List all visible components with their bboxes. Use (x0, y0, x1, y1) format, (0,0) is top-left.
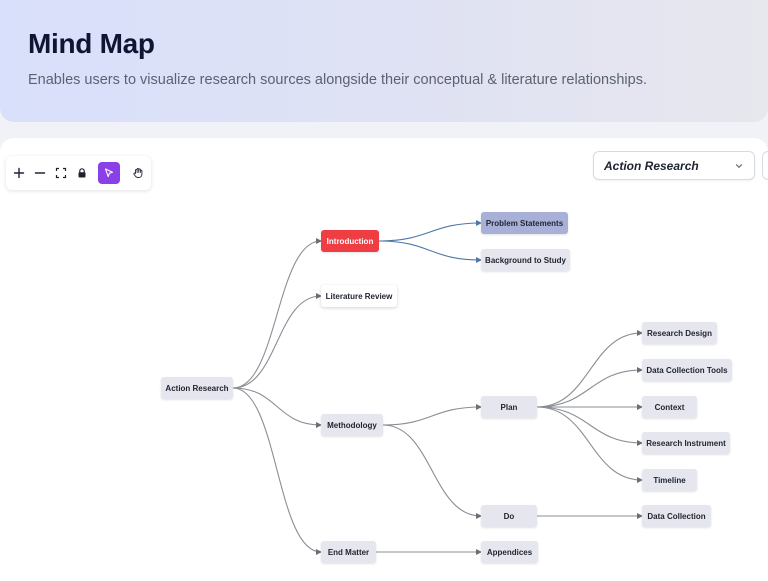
node-data-collection-tools[interactable]: Data Collection Tools (642, 359, 732, 381)
node-introduction[interactable]: Introduction (321, 230, 379, 252)
fullscreen-icon (55, 167, 67, 179)
node-action-research[interactable]: Action Research (161, 377, 233, 399)
node-timeline[interactable]: Timeline (642, 469, 697, 491)
cursor-icon (104, 168, 114, 178)
edge-introduction-background-to-study (378, 240, 482, 263)
edge-plan-timeline (536, 406, 643, 483)
node-end-matter[interactable]: End Matter (321, 541, 376, 563)
lock-icon (78, 168, 86, 178)
minus-icon (34, 172, 46, 174)
select-tool-button[interactable] (98, 162, 120, 184)
node-data-collection[interactable]: Data Collection (642, 505, 711, 527)
edge-methodology-do (382, 424, 482, 519)
node-appendices[interactable]: Appendices (481, 541, 538, 563)
hand-icon (133, 167, 143, 178)
node-literature-review[interactable]: Literature Review (321, 285, 397, 307)
edge-root-end-matter (232, 387, 322, 555)
edge-plan-research-instrument (536, 406, 643, 446)
zoom-in-button[interactable] (10, 162, 28, 184)
node-methodology[interactable]: Methodology (321, 414, 383, 436)
node-research-design[interactable]: Research Design (642, 322, 717, 344)
node-problem-statements[interactable]: Problem Statements (481, 212, 568, 234)
edge-root-literature-review (232, 293, 322, 389)
edge-layer (232, 220, 643, 555)
lock-button[interactable] (73, 162, 91, 184)
edge-introduction-problem-statements (378, 220, 482, 242)
node-research-instrument[interactable]: Research Instrument (642, 432, 730, 454)
canvas-toolbar (6, 156, 151, 190)
page-subtitle: Enables users to visualize research sour… (28, 72, 647, 88)
zoom-out-button[interactable] (31, 162, 49, 184)
secondary-select[interactable] (762, 151, 768, 180)
map-select-dropdown[interactable]: Action Research (593, 151, 755, 180)
node-do[interactable]: Do (481, 505, 537, 527)
pan-tool-button[interactable] (129, 162, 147, 184)
chevron-down-icon (735, 163, 743, 168)
node-background-to-study[interactable]: Background to Study (481, 249, 570, 271)
edge-plan-research-design (536, 330, 643, 408)
edge-methodology-plan (382, 404, 482, 426)
mind-map-canvas[interactable]: Action Research Action Research Introduc… (0, 138, 768, 581)
node-plan[interactable]: Plan (481, 396, 537, 418)
page-title: Mind Map (28, 28, 155, 59)
edge-root-introduction (232, 238, 322, 389)
map-select-value: Action Research (604, 158, 699, 173)
node-context[interactable]: Context (642, 396, 697, 418)
edge-plan-data-collection-tools (536, 367, 643, 408)
fit-view-button[interactable] (52, 162, 70, 184)
plus-icon (13, 167, 25, 179)
edge-root-methodology (232, 387, 322, 428)
page-header: Mind Map Enables users to visualize rese… (0, 0, 768, 122)
